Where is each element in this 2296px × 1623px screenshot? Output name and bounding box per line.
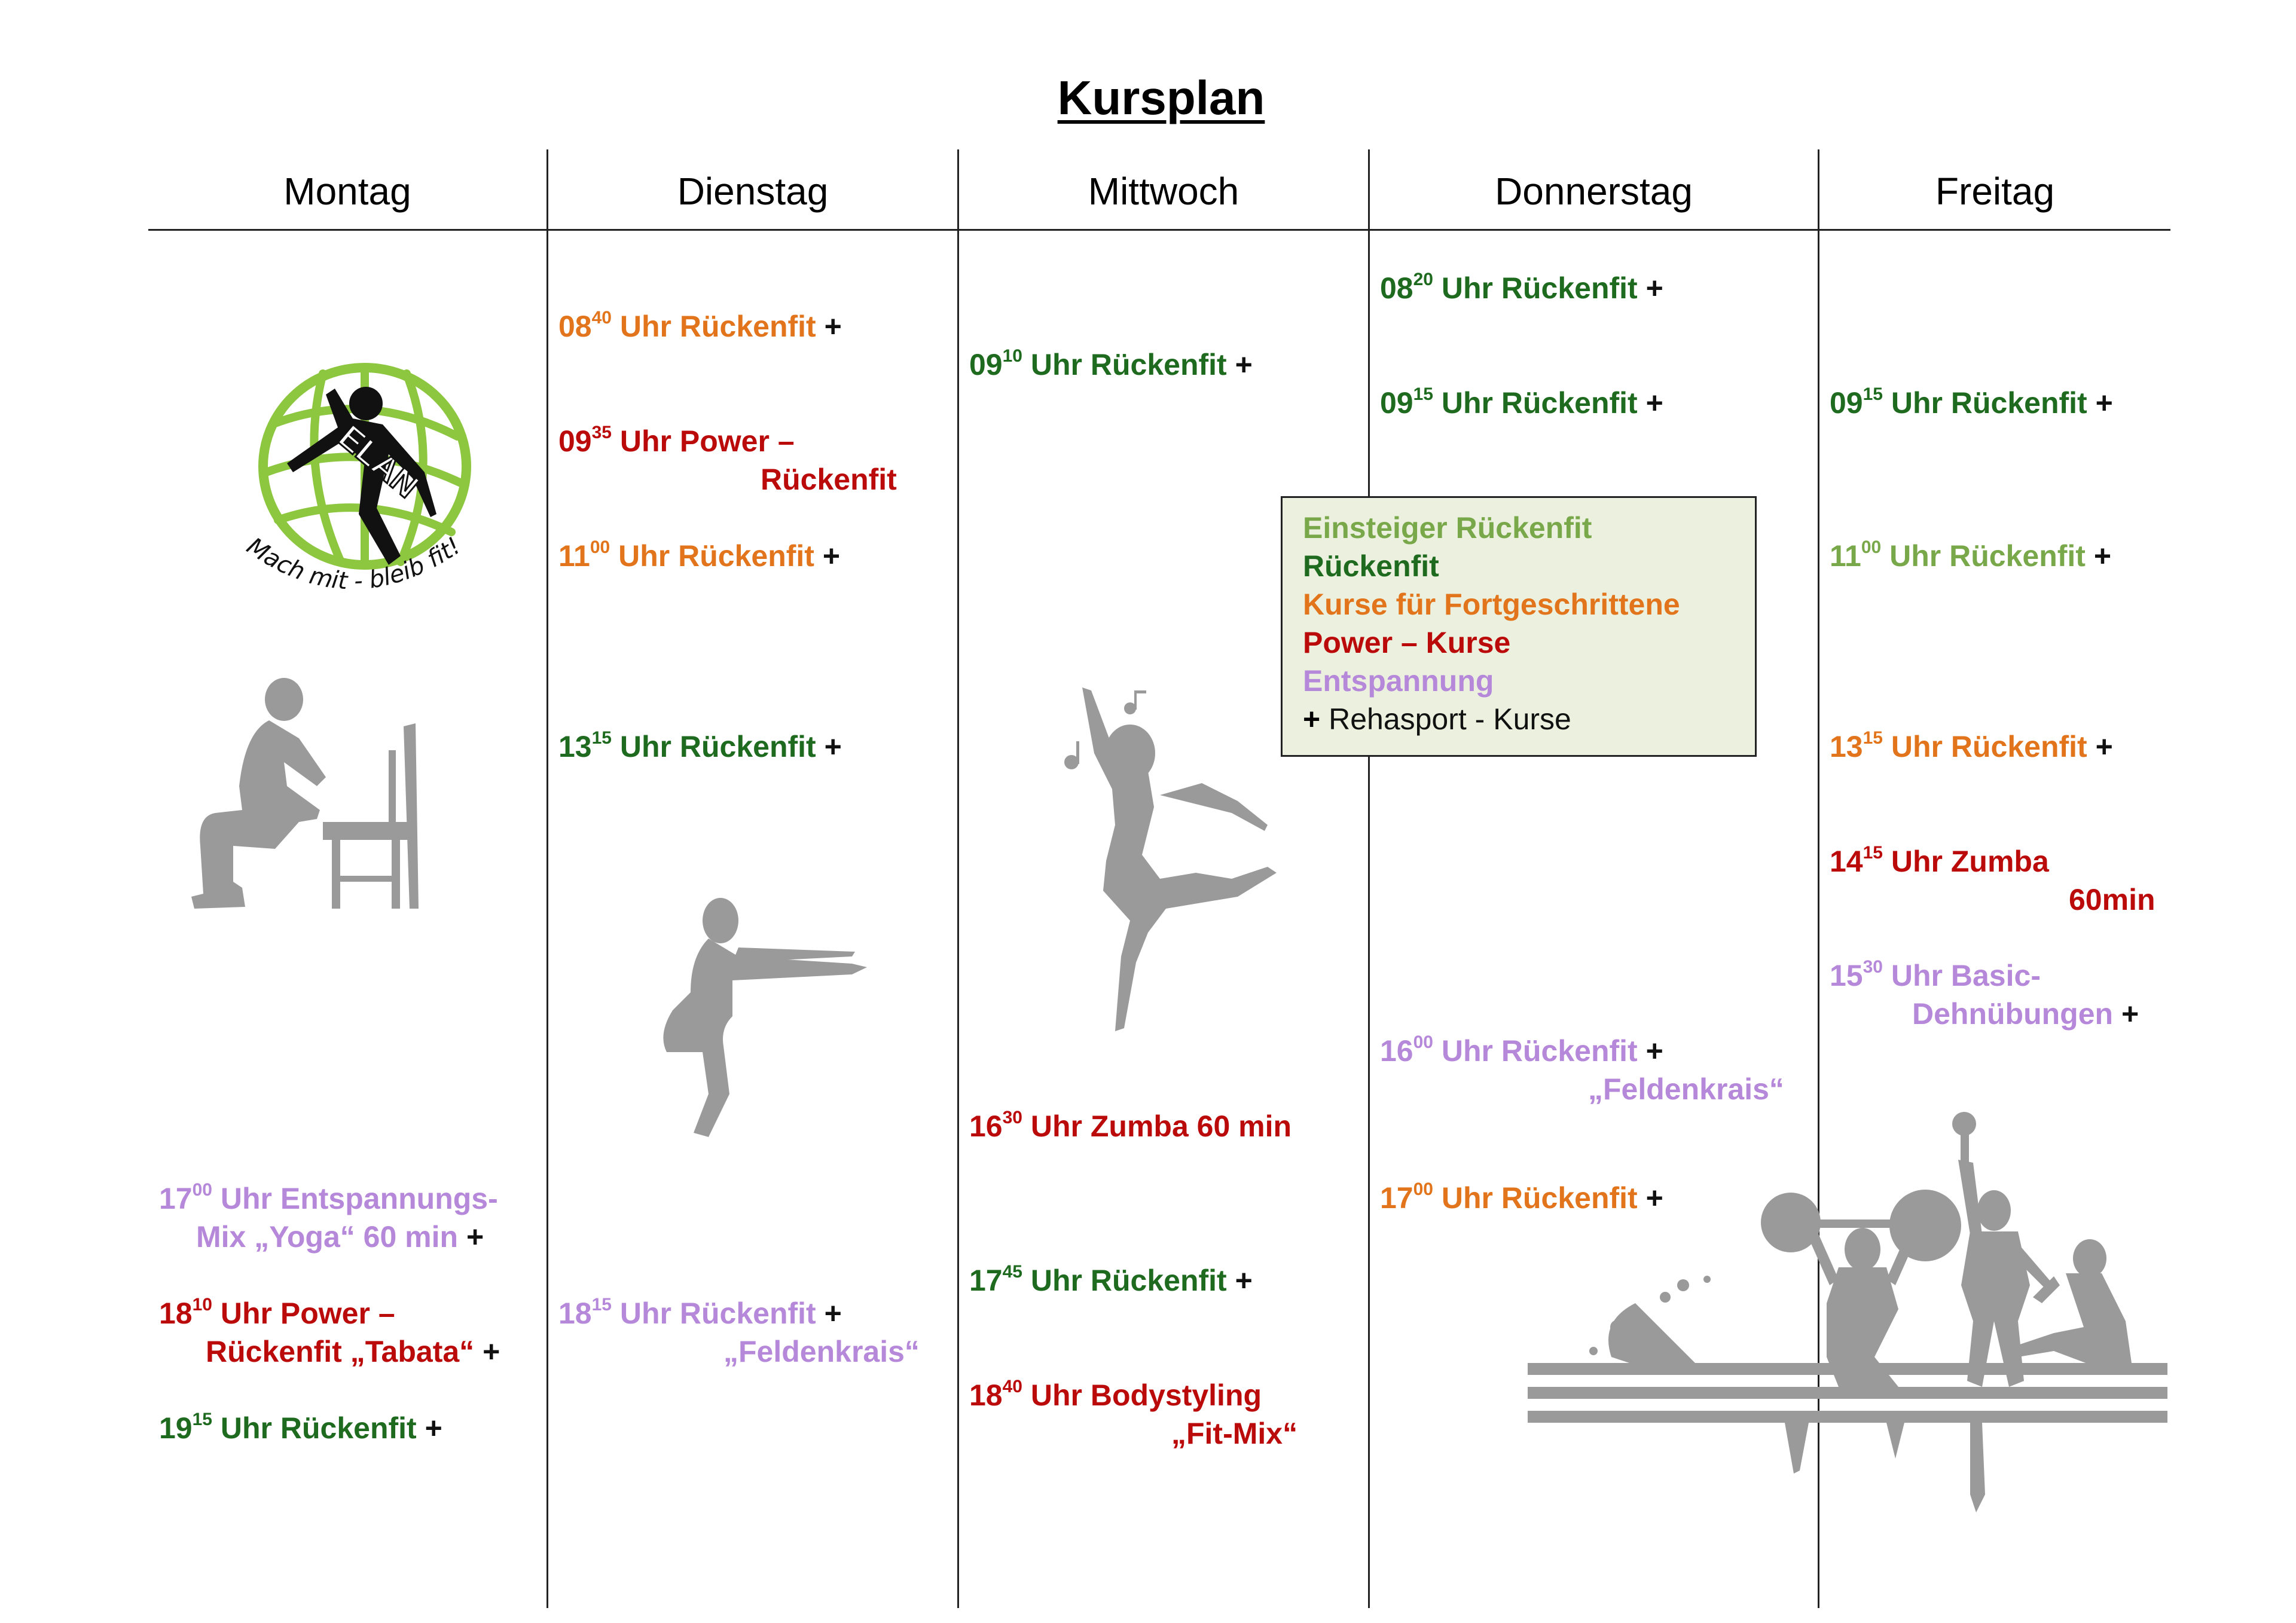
elan-logo: ELAN Mach mit - bleib fit!: [242, 363, 471, 595]
course-entry: 1630 Uhr Zumba 60 min: [969, 1108, 1292, 1144]
legend-item: Einsteiger Rückenfit: [1303, 511, 1592, 545]
course-entry: 0910 Uhr Rückenfit +: [969, 346, 1253, 382]
legend-item: + Rehasport - Kurse: [1303, 702, 1571, 736]
course-entry: 1700 Uhr Entspannungs- Mix „Yoga“ 60 min…: [159, 1180, 498, 1254]
course-entry: 1745 Uhr Rückenfit +: [969, 1262, 1253, 1298]
dancer-figure: [1064, 687, 1277, 1031]
course-entry: 1840 Uhr Bodystyling „Fit-Mix“: [969, 1377, 1298, 1451]
course-entry: 1810 Uhr Power – Rückenfit „Tabata“ +: [159, 1295, 500, 1369]
course-entry: 1100 Uhr Rückenfit +: [1830, 537, 2112, 573]
squat-figure: [663, 898, 867, 1137]
day-header-mittwoch: Mittwoch: [1088, 170, 1239, 213]
course-entry: 1815 Uhr Rückenfit + „Feldenkrais“: [558, 1295, 920, 1369]
day-header-freitag: Freitag: [1935, 170, 2055, 213]
column-divider: [1818, 149, 1819, 1608]
day-header-donnerstag: Donnerstag: [1495, 170, 1693, 213]
legend-item: Entspannung: [1303, 664, 1494, 698]
legend-box: Einsteiger Rückenfit Rückenfit Kurse für…: [1281, 496, 1757, 757]
course-entry: 0820 Uhr Rückenfit +: [1380, 270, 1663, 305]
column-divider: [546, 149, 548, 1608]
course-entry: 0840 Uhr Rückenfit +: [558, 308, 842, 344]
chair-exercise-figure: [191, 678, 419, 909]
day-header-montag: Montag: [283, 170, 411, 213]
column-divider: [957, 149, 959, 1608]
legend-item: Power – Kurse: [1303, 626, 1511, 659]
header-divider: [148, 229, 2170, 231]
course-entry: 1315 Uhr Rückenfit +: [1830, 728, 2113, 764]
day-header-dienstag: Dienstag: [677, 170, 829, 213]
course-entry: 1915 Uhr Rückenfit +: [159, 1410, 442, 1445]
column-divider: [1368, 149, 1370, 1608]
legend-item: Kurse für Fortgeschrittene: [1303, 588, 1680, 621]
gym-group-figure: [1528, 1112, 2167, 1512]
legend-item: Rückenfit: [1303, 549, 1439, 583]
course-entry: 0915 Uhr Rückenfit +: [1830, 384, 2113, 420]
course-entry: 0935 Uhr Power – Rückenfit: [558, 423, 897, 497]
course-entry: 1315 Uhr Rückenfit +: [558, 728, 842, 764]
course-entry: 1600 Uhr Rückenfit + „Feldenkrais“: [1380, 1032, 1784, 1107]
course-entry: 1415 Uhr Zumba 60min: [1830, 843, 2155, 917]
page-title: Kursplan: [1057, 71, 1265, 124]
course-entry: 0915 Uhr Rückenfit +: [1380, 384, 1663, 420]
course-entry: 1530 Uhr Basic- Dehnübungen +: [1830, 957, 2139, 1031]
course-entry: 1700 Uhr Rückenfit +: [1380, 1179, 1663, 1215]
course-entry: 1100 Uhr Rückenfit +: [558, 537, 841, 573]
